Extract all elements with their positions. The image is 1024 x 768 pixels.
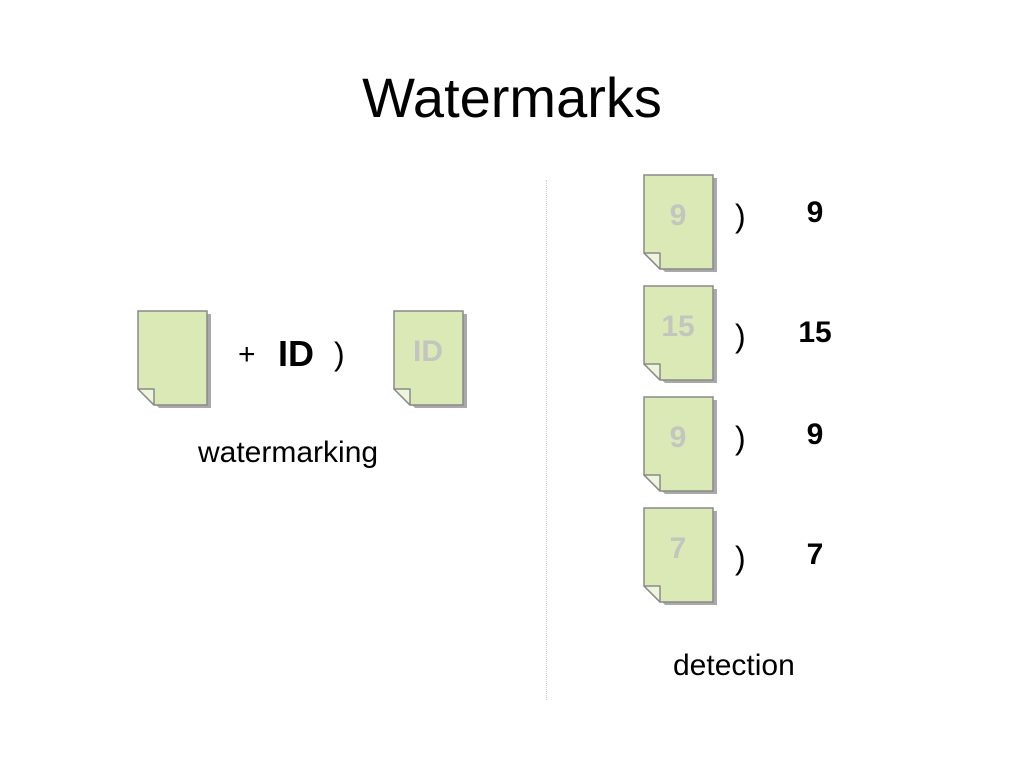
id-token: ID (278, 333, 314, 374)
detection-result: 9 (806, 418, 824, 451)
detection-document-label: 9 (669, 421, 687, 454)
detection-document-icon: 9 (643, 174, 717, 272)
detection-document-icon: 15 (643, 285, 717, 383)
detection-arrow: ) (735, 318, 746, 354)
detection-arrow: ) (735, 198, 746, 234)
detection-arrow: ) (735, 540, 746, 576)
detection-document-label: 7 (669, 532, 687, 565)
arrow-symbol: ) (334, 336, 345, 372)
slide-title: Watermarks (362, 66, 662, 129)
watermarked-document-icon: ID (393, 310, 467, 408)
original-document-icon (137, 310, 211, 408)
detection-document-label: 9 (669, 199, 687, 232)
plus-sign: + (238, 338, 256, 371)
detection-result: 9 (806, 196, 824, 229)
detection-arrow: ) (735, 420, 746, 456)
detection-result: 15 (798, 316, 832, 349)
detection-result: 7 (806, 538, 824, 571)
detection-caption: detection (673, 649, 795, 682)
detection-document-label: 15 (661, 310, 695, 343)
watermarking-caption: watermarking (198, 436, 379, 469)
detection-document-icon: 7 (643, 507, 717, 605)
watermarked-document-label: ID (413, 335, 443, 368)
detection-document-icon: 9 (643, 396, 717, 494)
section-divider (546, 180, 547, 700)
